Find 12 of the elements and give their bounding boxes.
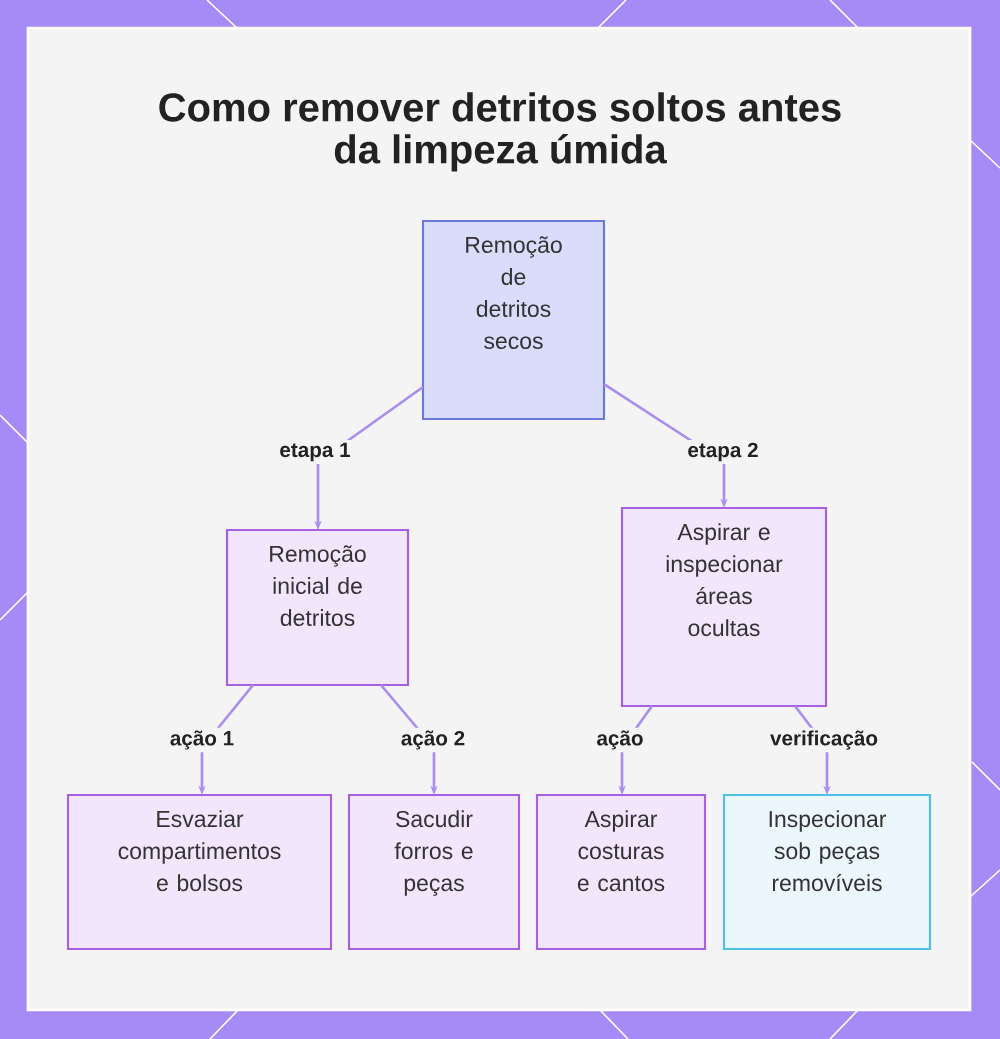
process-box: Sacudir forros e peças [347,793,521,951]
process-box: Remoção de detritos secos [421,219,606,421]
process-box: Aspirar costuras e cantos [535,793,707,951]
edge-label: verificação [767,727,881,753]
process-box: Aspirar e inspecionar áreas ocultas [620,506,828,708]
process-box: Inspecionar sob peças removíveis [722,793,932,951]
edge-label: ação 2 [398,727,468,753]
edge-label: etapa 1 [276,440,354,464]
edge-label: ação 1 [167,727,237,753]
process-box: Esvaziar compartimentos e bolsos [66,793,333,951]
title: Como remover detritos soltos antes da limpeza úmida [159,92,841,172]
process-box: Remoção inicial de detritos [225,528,410,687]
